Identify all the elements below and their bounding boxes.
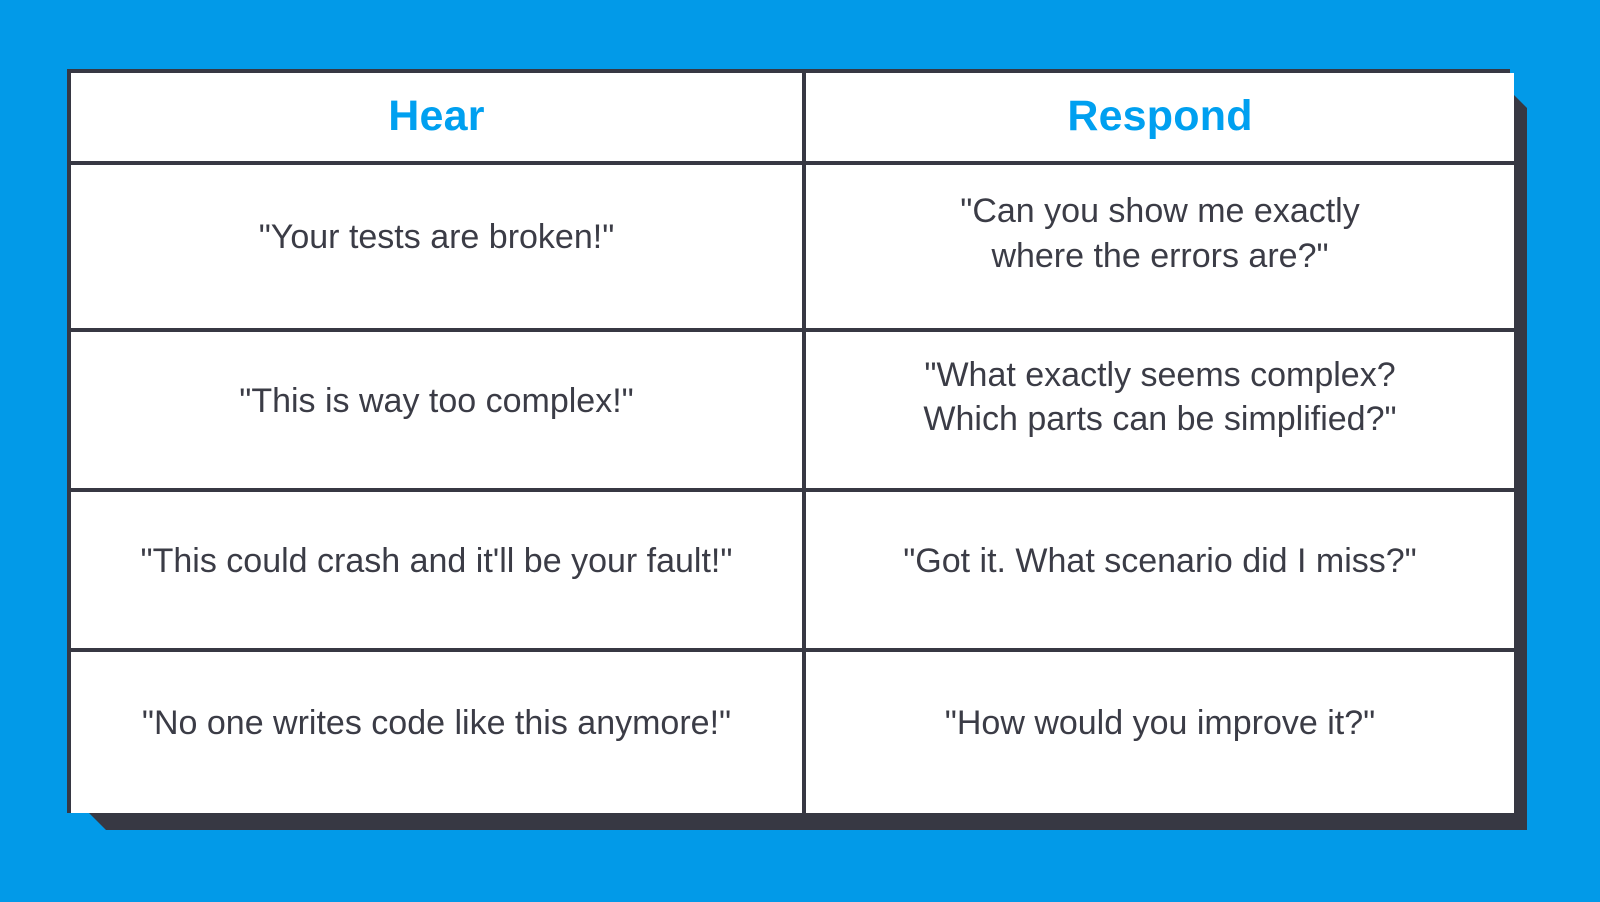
cell-respond-1-text: "Can you show me exactly where the error… bbox=[960, 192, 1360, 275]
column-header-hear-label: Hear bbox=[388, 92, 485, 141]
cell-hear-3-text: "This could crash and it'll be your faul… bbox=[140, 541, 733, 580]
column-header-hear: Hear bbox=[71, 73, 806, 165]
cell-hear-3: "This could crash and it'll be your faul… bbox=[71, 490, 806, 652]
column-header-respond-label: Respond bbox=[1067, 92, 1253, 141]
table-row: "This is way too complex!" "What exactly… bbox=[71, 330, 1514, 492]
header-row: Hear Respond bbox=[71, 73, 1514, 165]
cell-respond-1: "Can you show me exactly where the error… bbox=[804, 163, 1514, 332]
cell-respond-4-text: "How would you improve it?" bbox=[944, 704, 1376, 743]
table-header: Hear Respond bbox=[71, 73, 1514, 165]
cell-hear-4: "No one writes code like this anymore!" bbox=[71, 650, 806, 813]
table-row: "This could crash and it'll be your faul… bbox=[71, 490, 1514, 652]
cell-hear-1: "Your tests are broken!" bbox=[71, 163, 806, 332]
column-header-respond: Respond bbox=[804, 73, 1514, 165]
table-body: "Your tests are broken!" "Can you show m… bbox=[71, 163, 1514, 813]
cell-respond-4: "How would you improve it?" bbox=[804, 650, 1514, 813]
cell-respond-3-text: "Got it. What scenario did I miss?" bbox=[903, 541, 1417, 580]
cell-hear-1-text: "Your tests are broken!" bbox=[258, 218, 615, 257]
cell-hear-4-text: "No one writes code like this anymore!" bbox=[141, 704, 732, 743]
cell-respond-2: "What exactly seems complex? Which parts… bbox=[804, 330, 1514, 492]
cell-respond-2-text: "What exactly seems complex? Which parts… bbox=[923, 355, 1397, 438]
cell-hear-2-text: "This is way too complex!" bbox=[239, 381, 634, 420]
cell-hear-2: "This is way too complex!" bbox=[71, 330, 806, 492]
hear-respond-table-container: Hear Respond "Your tests are broken!" "C… bbox=[67, 69, 1514, 813]
table-row: "No one writes code like this anymore!" … bbox=[71, 650, 1514, 813]
table-row: "Your tests are broken!" "Can you show m… bbox=[71, 163, 1514, 332]
hear-respond-table: Hear Respond "Your tests are broken!" "C… bbox=[71, 73, 1514, 813]
cell-respond-3: "Got it. What scenario did I miss?" bbox=[804, 490, 1514, 652]
